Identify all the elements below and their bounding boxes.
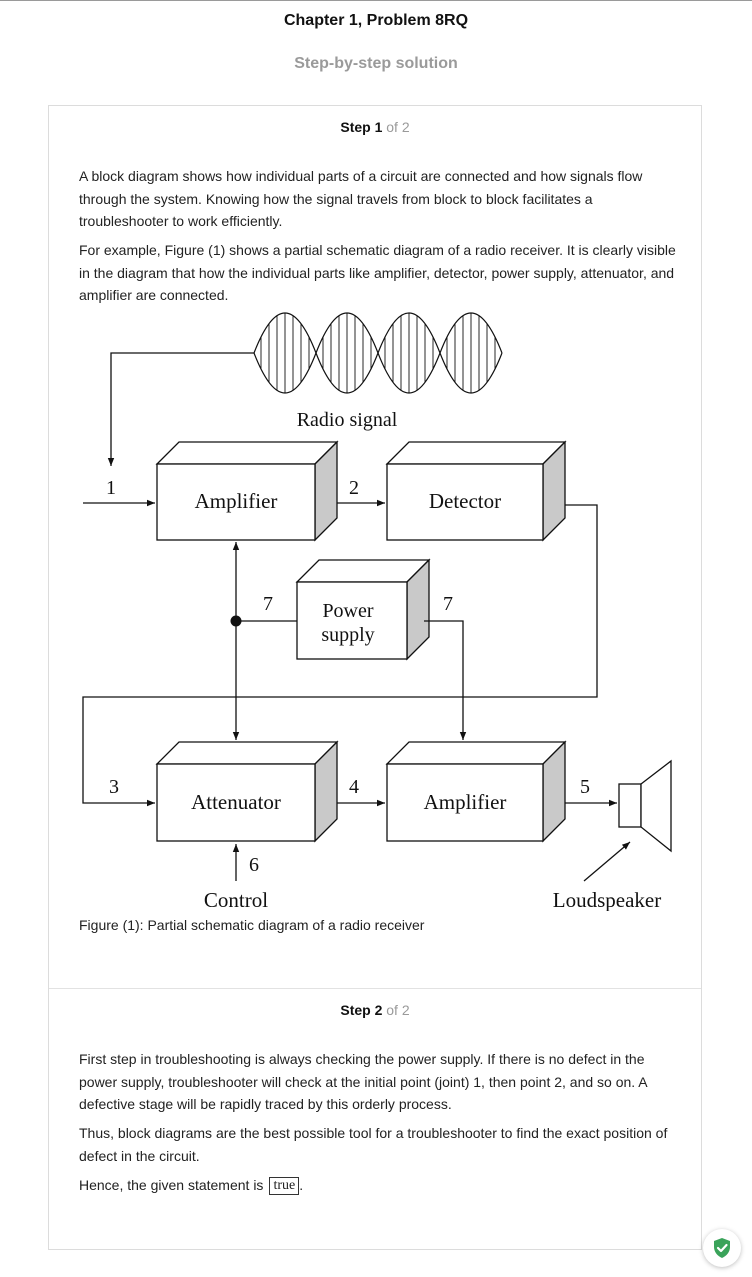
top-border [0,0,752,1]
antenna-feed-line [107,352,254,466]
step-2-header: Step 2 of 2 [49,1002,701,1018]
step-count: of 2 [386,119,410,135]
solution-card: Step 1 of 2 A block diagram shows how in… [48,105,702,1250]
radio-receiver-block-diagram: Radio signal Amplifier Detector Power su… [82,312,672,911]
power-supply-label-line1: Power [322,600,373,622]
step-label: Step 1 [340,119,383,135]
power-to-amplifier2-line [424,620,467,740]
point-label-1: 1 [106,477,116,499]
point-label-7-left: 7 [263,593,273,615]
radio-signal-label: Radio signal [297,409,398,431]
amplifier-bottom-label: Amplifier [424,790,507,814]
point-label-4: 4 [349,776,359,798]
answer-box: true [269,1177,300,1195]
junction-dot [230,615,242,627]
point-label-7-right: 7 [443,593,453,615]
detector-label: Detector [429,489,501,513]
power-supply-block [295,558,431,661]
step-2-paragraph-1: First step in troubleshooting is always … [79,1051,647,1112]
conclusion-period: . [299,1177,304,1193]
step-1-paragraph-2: For example, Figure (1) shows a partial … [79,242,676,303]
loudspeaker-pointer [583,841,631,882]
radio-wave-symbol [253,312,503,394]
amplifier-block-bottom [385,740,567,843]
solution-subtitle: Step-by-step solution [294,55,458,72]
amplifier-top-label: Amplifier [195,489,278,513]
power-supply-label-line2: supply [321,624,374,646]
loudspeaker-label: Loudspeaker [553,888,661,911]
step-count: of 2 [386,1002,410,1018]
step-2-conclusion: Hence, the given statement is true. [79,1174,679,1197]
detector-to-attenuator-line [82,504,598,807]
amplifier-block-top [155,440,339,542]
page-title: Chapter 1, Problem 8RQ [283,12,469,29]
point-label-5: 5 [580,776,590,798]
point-label-2: 2 [349,477,359,499]
detector-block [385,440,567,542]
step-divider [49,988,701,989]
shield-check-icon [714,1238,730,1258]
point-label-6: 6 [249,854,259,876]
attenuator-block [155,740,339,843]
figure-caption: Figure (1): Partial schematic diagram of… [79,917,425,933]
control-label: Control [204,888,268,911]
step-1-paragraph-1: A block diagram shows how individual par… [79,168,643,229]
step-1-header: Step 1 of 2 [49,119,701,135]
attenuator-label: Attenuator [191,790,281,814]
verified-shield-button[interactable] [703,1229,741,1267]
step-label: Step 2 [340,1002,383,1018]
step-2-paragraph-2: Thus, block diagrams are the best possib… [79,1125,668,1164]
loudspeaker-icon [618,759,672,853]
point-label-3: 3 [109,776,119,798]
conclusion-text: Hence, the given statement is [79,1177,264,1193]
